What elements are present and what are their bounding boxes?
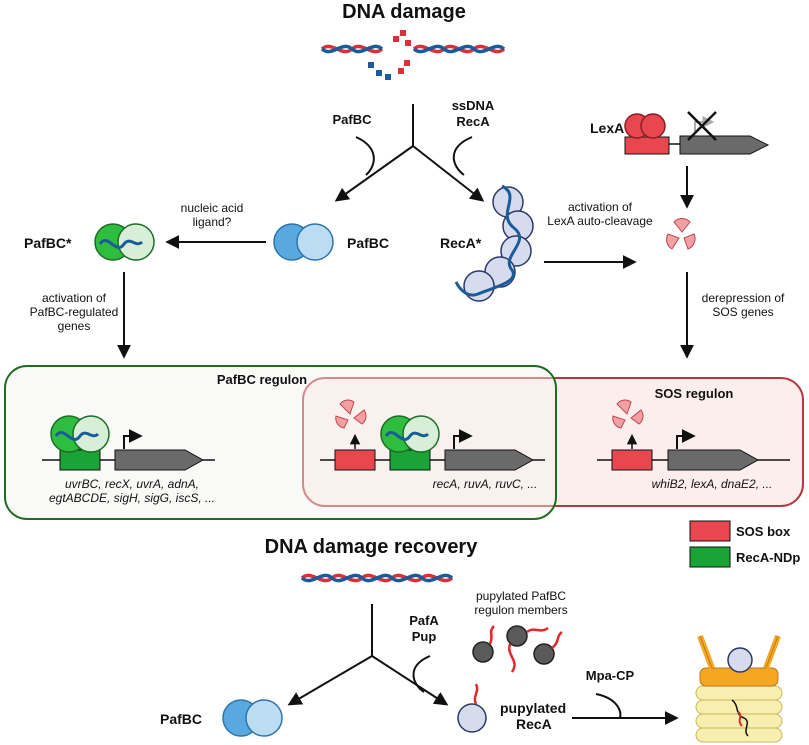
legend-swatch-reca-ndp (689, 546, 731, 568)
pafbc-genes-line-1: uvrBC, recX, uvrA, adnA, (65, 477, 199, 491)
sos-regulon-title: SOS regulon (655, 386, 734, 401)
label-pafa: PafA (409, 613, 439, 628)
label-pupylated-reca-2: RecA (516, 716, 552, 732)
legend-swatch-sos-box (689, 520, 731, 542)
label-reca-star: RecA* (440, 235, 482, 251)
label-pafbc-bottom: PafBC (160, 711, 202, 727)
sos-regulon-gene-diagram (597, 399, 790, 471)
proteasome-icon (695, 634, 783, 743)
pafbc-genes-line-2: egtABCDE, sigH, sigG, iscS, ... (49, 491, 215, 505)
pafbc-dimer-icon (273, 223, 334, 261)
legend-label-sos-box: SOS box (736, 524, 791, 539)
label-pupylated-members-1: pupylated PafBC (476, 589, 566, 603)
pafbc-regulon-box (4, 365, 557, 520)
repaired-dna-icon (300, 573, 454, 583)
label-derepression-2: SOS genes (712, 305, 773, 319)
label-pupylated-members-2: regulon members (474, 603, 567, 617)
shared-regulon-gene-diagram (320, 399, 545, 471)
label-reca: RecA (456, 114, 490, 129)
cleaved-lexa-icon (666, 218, 696, 250)
label-lexa: LexA (590, 120, 624, 136)
label-pup: Pup (412, 629, 437, 644)
label-pafbc-input: PafBC (332, 112, 372, 127)
shared-genes: recA, ruvA, ruvC, ... (433, 477, 538, 491)
label-nucleic-acid: nucleic acid (181, 201, 244, 215)
damage-split-arrows (334, 104, 485, 202)
title-dna-damage-recovery: DNA damage recovery (265, 536, 479, 558)
label-activation-lexa-1: activation of (568, 200, 633, 214)
pafbc-regulon-gene-diagram (42, 415, 215, 471)
label-mpa-cp: Mpa-CP (586, 668, 635, 683)
damaged-dna-icon (320, 30, 506, 80)
title-dna-damage: DNA damage (342, 1, 466, 23)
pafbc-active-icon (94, 223, 155, 261)
lexa-repressor-icon (624, 111, 770, 155)
legend: SOS box RecA-NDp (689, 520, 800, 568)
pupylated-reca-icon (457, 683, 487, 733)
degradation-arrow (572, 693, 679, 725)
label-pafbc-center: PafBC (347, 235, 389, 251)
pupylated-members-icon (472, 625, 563, 673)
label-activation-pafbc-2: PafBC-regulated (30, 305, 119, 319)
label-activation-pafbc-1: activation of (42, 291, 107, 305)
label-ssdna: ssDNA (452, 98, 495, 113)
label-activation-pafbc-3: genes (58, 319, 91, 333)
label-pafbc-star: PafBC* (24, 235, 72, 251)
label-activation-lexa-2: LexA auto-cleavage (547, 214, 653, 228)
legend-label-reca-ndp: RecA-NDp (736, 550, 800, 565)
pafbc-released-icon (222, 699, 283, 737)
recovery-split-arrows (287, 604, 449, 706)
label-derepression-1: derepression of (702, 291, 785, 305)
pafbc-regulon-title: PafBC regulon (217, 372, 307, 387)
sos-genes: whiB2, lexA, dnaE2, ... (652, 477, 773, 491)
label-pupylated-reca-1: pupylated (500, 700, 566, 716)
label-ligand: ligand? (193, 215, 232, 229)
reca-filament-icon (454, 184, 534, 302)
